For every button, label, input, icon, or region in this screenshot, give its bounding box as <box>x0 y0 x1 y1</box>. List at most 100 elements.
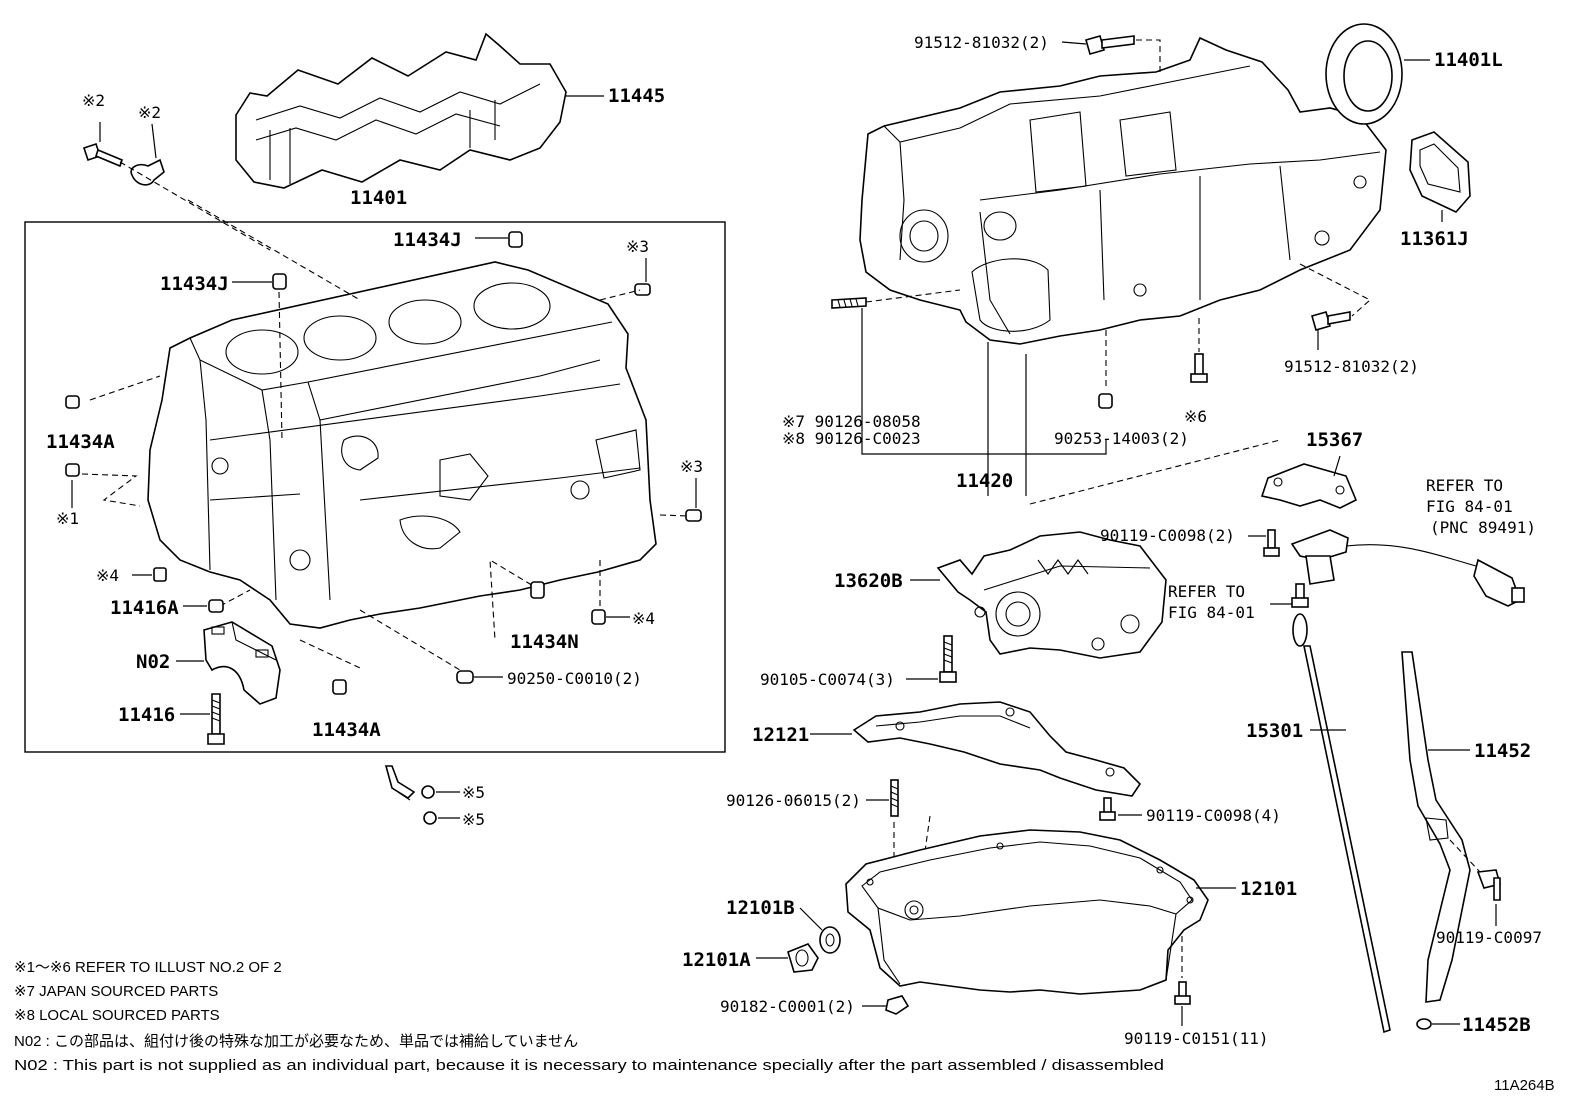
callout-11401: 11401 <box>350 187 407 209</box>
callout-11452: 11452 <box>1474 740 1531 762</box>
leader-dashed-ref1 <box>81 473 141 507</box>
bolt-refer-fig-drawing <box>1291 583 1309 608</box>
callout-90250: 90250-C0010(2) <box>507 669 642 688</box>
callout-91512-mid: 91512-81032(2) <box>1284 357 1419 376</box>
ref-6: ※6 <box>1184 407 1207 426</box>
stud-90126-06015-drawing <box>890 779 899 817</box>
callout-13620b: 13620B <box>834 570 903 592</box>
callout-11416: 11416 <box>118 704 175 726</box>
pin-ref4-left <box>153 567 167 582</box>
callout-90105: 90105-C0074(3) <box>760 670 895 689</box>
ref-2-left: ※2 <box>82 91 105 110</box>
callout-11420: 11420 <box>956 470 1013 492</box>
bolt-11416-drawing <box>207 693 225 745</box>
stud-90126-08058-drawing <box>831 297 867 309</box>
pin-11416a <box>208 599 224 613</box>
dowel-pin-11434j-left <box>272 273 287 290</box>
cylinder-block-drawing <box>147 261 657 629</box>
callout-11434j-left: 11434J <box>160 273 229 295</box>
baffle-plate-12121-drawing <box>852 701 1142 797</box>
o-ring-11452b <box>1416 1018 1432 1030</box>
bolt-91512-top-drawing <box>1085 35 1135 55</box>
leader-stud-90126 <box>861 308 1107 455</box>
callout-90126-c0023: ※8 90126-C0023 <box>782 429 921 448</box>
callout-11401l: 11401L <box>1434 49 1503 71</box>
ref-3-right: ※3 <box>680 457 703 476</box>
leader-dashed-11434a-top <box>89 375 161 401</box>
note-n02-japanese: N02 : この部品は、組付け後の特殊な加工が必要なため、単品では補給していませ… <box>14 1033 578 1050</box>
bearing-cap-n02-drawing <box>203 621 281 705</box>
pin-90250 <box>456 670 474 684</box>
pin-ref3-top <box>634 283 651 296</box>
nut-90182 <box>885 995 910 1015</box>
ref-5-top: ※5 <box>462 783 485 802</box>
callout-90126-06015: 90126-06015(2) <box>726 791 861 810</box>
insulator-part-drawing <box>235 32 567 189</box>
callout-90126-08058: ※7 90126-08058 <box>782 412 921 431</box>
bolt-ref2-drawing <box>82 122 165 186</box>
leader-dashed-11434n <box>489 558 541 641</box>
oil-level-sensor-drawing <box>1290 529 1525 607</box>
leader-dashed-15367 <box>1029 439 1281 505</box>
refer-fig-b-line1: REFER TO <box>1168 582 1245 601</box>
callout-11361j: 11361J <box>1400 228 1469 250</box>
leader-dashed-pin-11434j <box>278 291 283 441</box>
gasket-11361j-drawing <box>1409 131 1471 213</box>
dipstick-15301-drawing <box>1292 613 1391 1034</box>
oil-pan-upper-11420-drawing <box>859 36 1387 345</box>
refer-fig-a-line2: FIG 84-01 <box>1426 497 1513 516</box>
leader-11420 <box>987 342 1027 496</box>
diagram-code: 11A264B <box>1494 1077 1555 1094</box>
callout-12101b: 12101B <box>726 897 795 919</box>
pin-ref1 <box>65 463 80 477</box>
callout-12101: 12101 <box>1240 878 1297 900</box>
gasket-12101b <box>819 926 841 954</box>
gasket-12101b-hole <box>825 933 835 947</box>
ref-4-left: ※4 <box>96 566 119 585</box>
ref-2-right: ※2 <box>138 103 161 122</box>
note-n02-english: N02 : This part is not supplied as an in… <box>14 1057 1164 1074</box>
pin-11434a-lower <box>332 679 347 695</box>
leader-dashed-11416a <box>219 589 251 607</box>
cylinder-block-group-frame <box>24 221 726 753</box>
callout-90119-c0098-2: 90119-C0098(2) <box>1100 526 1235 545</box>
note-ref-8: ※8 LOCAL SOURCED PARTS <box>14 1007 220 1024</box>
drain-plug-12101a-drawing <box>787 943 819 973</box>
refer-fig-a-line3: (PNC 89491) <box>1430 518 1536 537</box>
leader-dashed-11434a-bottom <box>299 639 361 669</box>
callout-12101a: 12101A <box>682 949 751 971</box>
bracket-15367-drawing <box>1260 463 1358 509</box>
callout-11452b: 11452B <box>1462 1014 1531 1036</box>
refer-fig-b-line2: FIG 84-01 <box>1168 603 1255 622</box>
leader-dashed-91512-top <box>1136 39 1161 76</box>
callout-11416a: 11416A <box>110 597 179 619</box>
callout-11445: 11445 <box>608 85 665 107</box>
callout-90119-c0151: 90119-C0151(11) <box>1124 1029 1269 1048</box>
ref-3-top: ※3 <box>626 237 649 256</box>
bolt-ref6-drawing <box>1190 353 1208 383</box>
leader-dashed-bolt-ref2 <box>119 161 271 251</box>
callout-15301: 15301 <box>1246 720 1303 742</box>
callout-91512-top: 91512-81032(2) <box>914 33 1049 52</box>
callout-90182: 90182-C0001(2) <box>720 997 855 1016</box>
oil-seal-11401l-drawing <box>1325 23 1403 125</box>
leader-dashed-11445 <box>187 199 361 301</box>
callout-11434j-top: 11434J <box>393 229 462 251</box>
dipstick-guide-11452-drawing <box>1401 651 1471 1003</box>
ref-1: ※1 <box>56 509 79 528</box>
ref-5-bottom: ※5 <box>462 810 485 829</box>
callout-n02: N02 <box>136 651 170 673</box>
callout-11434a-upper: 11434A <box>46 431 115 453</box>
dowel-pin-11434j-top <box>508 231 523 248</box>
callout-90119-c0098-4: 90119-C0098(4) <box>1146 806 1281 825</box>
leader-dashed-91512-mid <box>1299 263 1371 317</box>
callout-15367: 15367 <box>1306 429 1363 451</box>
bolt-90119-c0151-drawing <box>1174 981 1191 1005</box>
callout-11434a-lower: 11434A <box>312 719 381 741</box>
bolt-91512-mid-drawing <box>1311 311 1351 331</box>
callout-11434n: 11434N <box>510 631 579 653</box>
bolt-90119-c0097-drawing <box>1476 869 1501 901</box>
callout-90119-c0097: 90119-C0097 <box>1436 928 1542 947</box>
refer-fig-a-line1: REFER TO <box>1426 476 1503 495</box>
leader-dashed-90119-c0097 <box>1449 839 1481 873</box>
